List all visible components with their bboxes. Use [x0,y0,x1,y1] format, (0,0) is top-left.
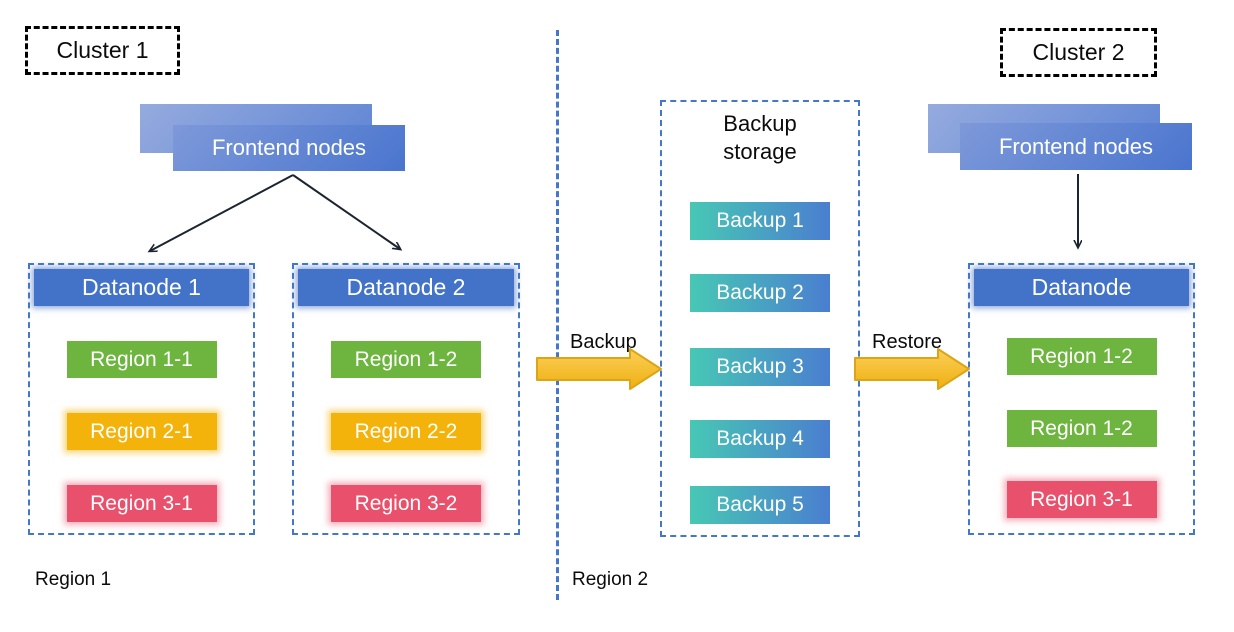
region-chip: Region 2-1 [66,413,217,450]
datanode1-box: Datanode 1 Region 1-1 Region 2-1 Region … [28,263,255,535]
region1-footer-label: Region 1 [35,569,112,590]
datanode2-box: Datanode 2 Region 1-2 Region 2-2 Region … [292,263,520,535]
region-chip: Region 2-2 [331,413,481,450]
datanode1-header: Datanode 1 [34,269,249,306]
backup-storage-title: Backup storage [723,111,797,164]
restore-flow-arrow [854,348,970,390]
frontend-to-datanode2-arrow [292,174,400,249]
cluster2-label-box: Cluster 2 [1000,28,1157,77]
region-chip: Region 1-1 [66,341,217,378]
backup-item: Backup 1 [690,202,830,240]
cluster1-frontend-nodes-box: Frontend nodes [173,125,405,171]
region-divider-line [556,30,559,600]
restore-arrow-label: Restore [872,331,943,353]
backup-item: Backup 2 [690,274,830,312]
region-chip: Region 3-2 [331,485,481,522]
region-chip: Region 1-2 [331,341,481,378]
cluster2-datanode-box: Datanode Region 1-2 Region 1-2 Region 3-… [968,263,1195,535]
region-chip: Region 1-2 [1006,410,1157,447]
datanode2-header: Datanode 2 [298,269,514,306]
region-chip: Region 3-1 [1006,481,1157,518]
backup-item: Backup 4 [690,420,830,458]
cluster1-label-box: Cluster 1 [25,26,180,75]
frontend-to-datanode1-arrow [150,174,294,251]
region-chip: Region 1-2 [1006,338,1157,375]
backup-item: Backup 3 [690,348,830,386]
cluster2-frontend-nodes-box: Frontend nodes [960,123,1192,170]
region-chip: Region 3-1 [66,485,217,522]
backup-arrow-label: Backup [570,331,637,353]
cluster2-datanode-header: Datanode [974,269,1189,306]
region2-footer-label: Region 2 [572,569,649,590]
backup-storage-box: Backup storage Backup 1 Backup 2 Backup … [660,100,860,537]
backup-item: Backup 5 [690,486,830,524]
